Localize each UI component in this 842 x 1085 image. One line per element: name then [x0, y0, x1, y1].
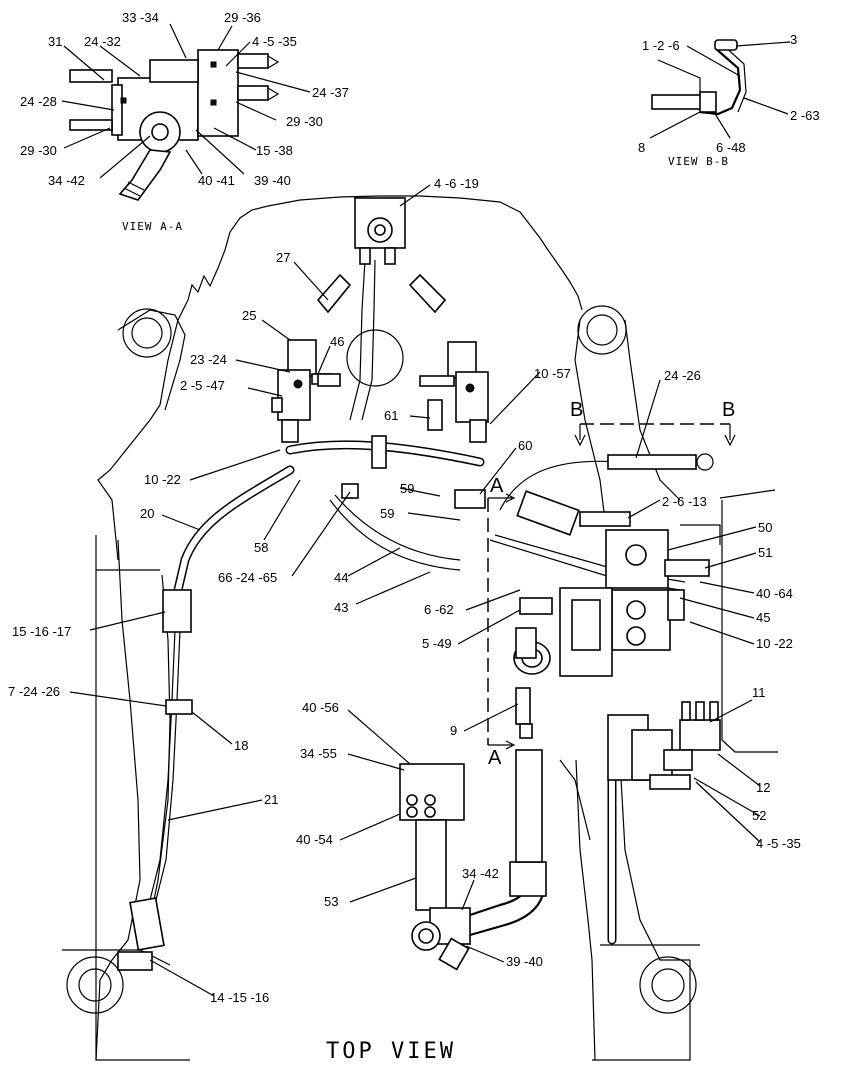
callout-31: 31	[48, 34, 62, 49]
callout-39-40-top: 39 -40	[254, 173, 291, 188]
callout-4-5-35-top: 4 -5 -35	[252, 34, 297, 49]
callout-labels: 33 -34 29 -36 31 24 -32 4 -5 -35 24 -28 …	[8, 10, 820, 1005]
section-b-right-marker: B	[722, 399, 735, 421]
callout-24-32: 24 -32	[84, 34, 121, 49]
callout-7-24-26: 7 -24 -26	[8, 684, 60, 699]
callout-50: 50	[758, 520, 772, 535]
callout-20: 20	[140, 506, 154, 521]
callout-34-42-bottom: 34 -42	[462, 866, 499, 881]
callout-51: 51	[758, 545, 772, 560]
callout-10-22-right: 10 -22	[756, 636, 793, 651]
callout-10-22-left: 10 -22	[144, 472, 181, 487]
callout-39-40-bottom: 39 -40	[506, 954, 543, 969]
callout-27: 27	[276, 250, 290, 265]
callout-43: 43	[334, 600, 348, 615]
callout-24-26: 24 -26	[664, 368, 701, 383]
callout-66-24-65: 66 -24 -65	[218, 570, 277, 585]
callout-29-30-right: 29 -30	[286, 114, 323, 129]
chassis-outline	[62, 195, 778, 1061]
callout-59-a: 59	[400, 481, 414, 496]
callout-24-28: 24 -28	[20, 94, 57, 109]
callout-21: 21	[264, 792, 278, 807]
callout-6-62: 6 -62	[424, 602, 454, 617]
callout-18: 18	[234, 738, 248, 753]
callout-53: 53	[324, 894, 338, 909]
callout-3: 3	[790, 32, 797, 47]
callout-8: 8	[638, 140, 645, 155]
callout-46: 46	[330, 334, 344, 349]
callout-40-64: 40 -64	[756, 586, 793, 601]
callout-9: 9	[450, 723, 457, 738]
leader-lines	[61, 23, 791, 997]
callout-58: 58	[254, 540, 268, 555]
callout-29-36: 29 -36	[224, 10, 261, 25]
callout-29-30-left: 29 -30	[20, 143, 57, 158]
callout-40-41: 40 -41	[198, 173, 235, 188]
callout-5-49: 5 -49	[422, 636, 452, 651]
view-a-a-caption: VIEW A-A	[122, 220, 183, 233]
callout-2-5-47: 2 -5 -47	[180, 378, 225, 393]
callout-15-16-17: 15 -16 -17	[12, 624, 71, 639]
callout-4-5-35-bottom: 4 -5 -35	[756, 836, 801, 851]
view-a-a-detail: VIEW A-A	[69, 49, 280, 233]
callout-12: 12	[756, 780, 770, 795]
callout-40-54: 40 -54	[296, 832, 333, 847]
section-a-bottom-marker: A	[488, 747, 502, 769]
callout-4-6-19: 4 -6 -19	[434, 176, 479, 191]
callout-11: 11	[752, 685, 766, 700]
callout-45: 45	[756, 610, 770, 625]
components	[117, 197, 721, 971]
callout-34-55: 34 -55	[300, 746, 337, 761]
diagram-title: TOP VIEW	[326, 1039, 456, 1064]
view-b-b-caption: VIEW B-B	[668, 155, 729, 168]
callout-2-63: 2 -63	[790, 108, 820, 123]
callout-61: 61	[384, 408, 398, 423]
callout-40-56: 40 -56	[302, 700, 339, 715]
callout-24-37: 24 -37	[312, 85, 349, 100]
callout-15-38: 15 -38	[256, 143, 293, 158]
callout-44: 44	[334, 570, 348, 585]
callout-52: 52	[752, 808, 766, 823]
callout-34-42-top: 34 -42	[48, 173, 85, 188]
section-markers: B B A A	[487, 399, 736, 769]
callout-1-2-6: 1 -2 -6	[642, 38, 680, 53]
callout-59-b: 59	[380, 506, 394, 521]
callout-14-15-16: 14 -15 -16	[210, 990, 269, 1005]
section-b-left-marker: B	[570, 399, 583, 421]
section-a-top-marker: A	[490, 475, 504, 497]
callout-2-6-13: 2 -6 -13	[662, 494, 707, 509]
callout-10-57: 10 -57	[534, 366, 571, 381]
callout-23-24: 23 -24	[190, 352, 227, 367]
callout-6-48: 6 -48	[716, 140, 746, 155]
callout-60: 60	[518, 438, 532, 453]
callout-25: 25	[242, 308, 256, 323]
callout-33-34: 33 -34	[122, 10, 159, 25]
